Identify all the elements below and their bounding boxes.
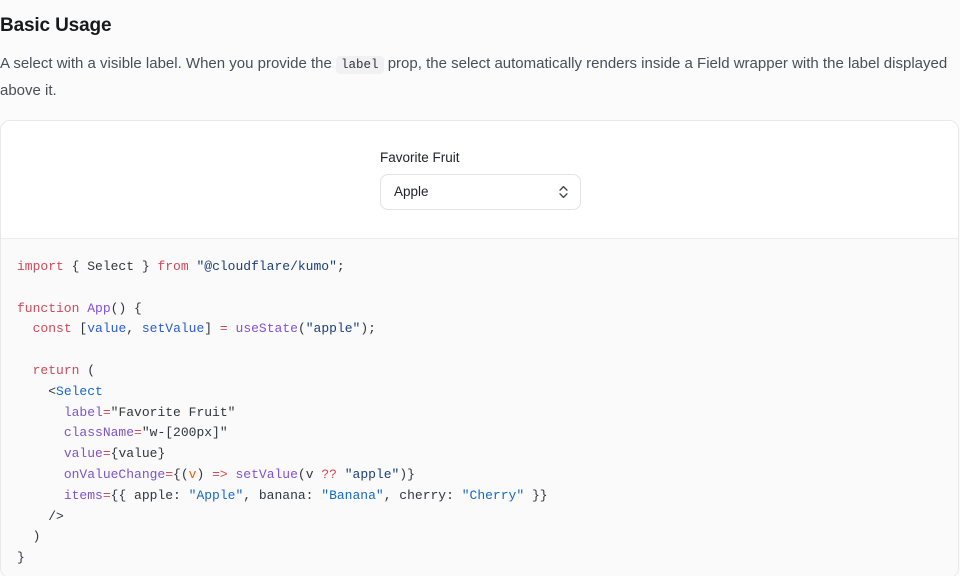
code-line: label="Favorite Fruit"	[17, 404, 236, 420]
favorite-fruit-select[interactable]: Apple	[380, 174, 581, 210]
code-line: }	[17, 550, 25, 565]
code-token: setValue	[235, 466, 298, 482]
code-token: items	[63, 487, 103, 503]
code-token: value	[63, 446, 103, 462]
code-token	[17, 405, 64, 420]
select-selected-value: Apple	[394, 184, 429, 199]
inline-code-label: label	[336, 56, 384, 74]
code-token	[17, 488, 64, 503]
code-token: "Apple"	[188, 487, 244, 503]
code-line: />	[17, 509, 64, 524]
code-token: />	[17, 508, 64, 524]
code-token: App	[87, 300, 111, 316]
code-snippet: import { Select } from "@cloudflare/kumo…	[1, 238, 958, 576]
code-token	[337, 467, 345, 482]
code-token: useState	[235, 321, 298, 337]
code-token: function	[17, 300, 80, 316]
code-token	[17, 425, 64, 440]
code-token: )	[17, 529, 41, 545]
code-token: , cherry:	[383, 487, 462, 503]
code-line: function App() {	[17, 301, 142, 316]
code-token: "Cherry"	[461, 487, 525, 503]
code-token: ,	[126, 321, 142, 337]
code-token: "Banana"	[321, 487, 384, 503]
code-line: const [value, setValue] = useState("appl…	[17, 321, 376, 336]
code-token: import	[17, 259, 64, 274]
code-token: return	[32, 362, 80, 378]
code-token: {(	[173, 466, 189, 482]
code-token: =>	[212, 466, 228, 482]
code-token	[228, 321, 236, 336]
code-token: { Select }	[63, 259, 158, 274]
code-token: value	[87, 321, 127, 337]
code-token: ;	[336, 259, 345, 274]
code-token	[17, 446, 64, 461]
code-token: , banana:	[243, 487, 322, 503]
code-token: Select	[56, 383, 103, 399]
code-token: =	[219, 321, 228, 337]
code-token: label	[63, 404, 103, 420]
code-token	[228, 467, 236, 482]
code-line: items={{ apple: "Apple", banana: "Banana…	[17, 488, 548, 503]
code-token: "w-[200px]"	[141, 425, 228, 441]
favorite-fruit-label: Favorite Fruit	[380, 150, 460, 165]
code-token: setValue	[141, 321, 205, 337]
chevron-up-down-icon	[557, 183, 570, 201]
code-token	[17, 321, 33, 336]
code-token: =	[165, 466, 174, 482]
code-token: <	[17, 383, 57, 399]
code-line: onValueChange={(v) => setValue(v ?? "app…	[17, 467, 415, 482]
code-content: import { Select } from "@cloudflare/kumo…	[17, 259, 548, 565]
code-token	[17, 363, 33, 378]
code-token: (	[297, 321, 306, 337]
code-token: }	[17, 550, 25, 566]
code-token: "Favorite Fruit"	[110, 404, 236, 420]
code-token	[17, 467, 64, 482]
code-line: className="w-[200px]"	[17, 425, 228, 440]
code-token: (	[79, 362, 96, 378]
code-token: className	[63, 425, 135, 441]
favorite-fruit-field: Favorite Fruit Apple	[380, 149, 581, 210]
code-token: from	[157, 259, 189, 274]
code-line: )	[17, 529, 41, 545]
code-line: <Select	[17, 384, 103, 399]
demo-card: Favorite Fruit Apple import { Select } f…	[0, 120, 959, 576]
code-line: import { Select } from "@cloudflare/kumo…	[17, 259, 345, 274]
section-description: A select with a visible label. When you …	[0, 38, 960, 104]
code-token: )	[196, 466, 213, 482]
code-token: =	[134, 425, 142, 441]
code-token: "@cloudflare/kumo"	[196, 259, 337, 274]
code-token: =	[102, 404, 111, 420]
code-token: "apple"	[305, 321, 361, 337]
code-token: v	[188, 466, 197, 482]
description-text-part1: A select with a visible label. When you …	[0, 55, 332, 72]
code-token: )}	[399, 466, 415, 482]
description-text-part2: prop, the select automatically renders i…	[0, 55, 948, 99]
code-token: );	[360, 321, 376, 337]
code-token: onValueChange	[63, 466, 166, 482]
code-token: const	[32, 321, 72, 337]
code-token: {{ apple:	[110, 487, 189, 503]
code-token: (v	[297, 466, 322, 482]
code-token: () {	[110, 300, 142, 316]
code-token: ]	[204, 321, 220, 337]
code-token: [	[71, 321, 88, 337]
code-token: "apple"	[344, 466, 400, 482]
demo-preview-area: Favorite Fruit Apple	[1, 121, 958, 238]
code-token: =	[102, 487, 111, 503]
code-token: =	[102, 446, 111, 462]
code-token: }}	[524, 487, 548, 503]
code-token: ??	[321, 466, 337, 482]
code-line: return (	[17, 363, 95, 378]
code-token: {value}	[110, 446, 166, 462]
code-line: value={value}	[17, 446, 165, 461]
page-title: Basic Usage	[0, 15, 112, 36]
